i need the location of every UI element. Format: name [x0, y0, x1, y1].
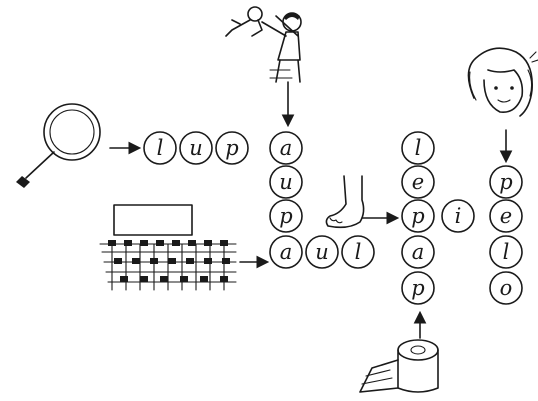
grid-letter: l [355, 240, 362, 264]
grid-cell[interactable]: a [269, 235, 303, 269]
grid-cell[interactable]: i [441, 199, 475, 233]
grid-cell[interactable]: l [401, 131, 435, 165]
grid-letter: u [189, 136, 203, 160]
grid-letter: p [411, 204, 424, 228]
grid-cell[interactable]: e [401, 165, 435, 199]
grid-cell[interactable]: o [489, 271, 523, 305]
grid-letter: o [500, 276, 513, 300]
grid-letter: a [280, 136, 293, 160]
grid-letter: p [411, 276, 424, 300]
grid-cell[interactable]: l [489, 235, 523, 269]
classroom-icon [99, 204, 237, 291]
grid-letter: e [412, 170, 424, 194]
grid-cell[interactable]: p [215, 131, 249, 165]
foot-icon [325, 175, 365, 229]
grid-letter: l [157, 136, 164, 160]
grid-cell[interactable]: a [401, 235, 435, 269]
grid-letter: a [412, 240, 425, 264]
grid-letter: p [279, 204, 292, 228]
grid-letter: u [315, 240, 329, 264]
magnifying-glass-icon [16, 103, 101, 188]
grid-letter: p [499, 170, 512, 194]
grid-cell[interactable]: p [401, 199, 435, 233]
grid-cell[interactable]: u [305, 235, 339, 269]
grid-cell[interactable]: l [341, 235, 375, 269]
grid-cell[interactable]: a [269, 131, 303, 165]
grid-cell[interactable]: u [269, 165, 303, 199]
grid-cell[interactable]: p [401, 271, 435, 305]
grid-cell[interactable]: l [143, 131, 177, 165]
grid-letter: u [279, 170, 293, 194]
grid-letter: l [415, 136, 422, 160]
grid-cell[interactable]: e [489, 199, 523, 233]
grid-letter: e [500, 204, 512, 228]
clue-arrows [109, 81, 513, 339]
toilet-paper-roll-icon [359, 339, 439, 393]
parent-lifting-child-icon [225, 6, 302, 83]
grid-letter: l [503, 240, 510, 264]
letter-grid: l u p a u p a u l a l e p p i p e l o [143, 131, 523, 305]
grid-letter: a [280, 240, 293, 264]
grid-letter: p [225, 136, 238, 160]
grid-cell[interactable]: p [269, 199, 303, 233]
grid-letter: i [455, 204, 462, 228]
grid-cell[interactable]: u [179, 131, 213, 165]
grid-cell[interactable]: p [489, 165, 523, 199]
girl-hair-icon [467, 47, 538, 117]
